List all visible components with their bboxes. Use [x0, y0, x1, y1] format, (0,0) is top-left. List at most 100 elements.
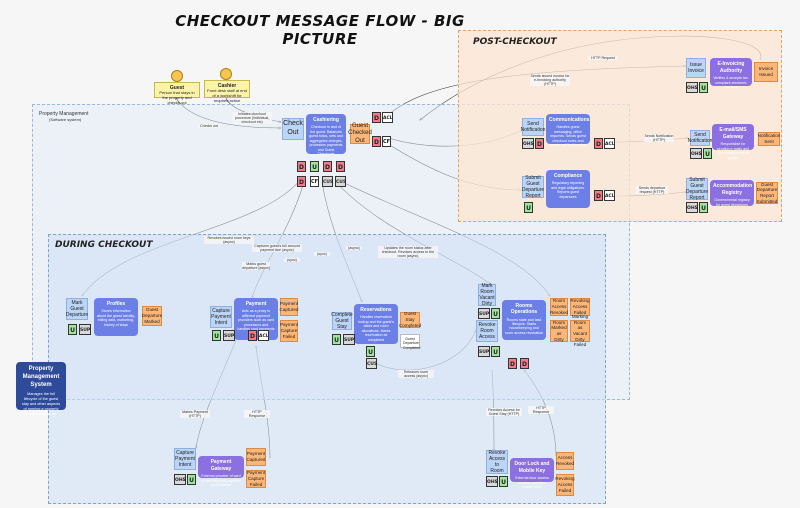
rooms-desc: Rooms state and task lifecycle. Starts h…	[505, 317, 543, 335]
label-sync-a: (sync)	[284, 258, 300, 263]
event-notification-sent: Notification Sent	[757, 132, 781, 146]
label-captures-payment: Captures guest's full amount payment due…	[252, 244, 302, 253]
badge-u: U	[703, 148, 712, 159]
gateway-name: Payment Gateway	[210, 459, 232, 472]
event-room-marked-dirty: Room Marked as Dirty	[550, 319, 568, 342]
command-revoke-access-ext: Revoke Access to Room	[486, 450, 508, 474]
einvoicing-desc: Verifies & accepts tax-compliant electro…	[713, 76, 749, 90]
badge-sup: SUP	[223, 330, 235, 341]
event-guest-departure-marked: Guest Departure Marked	[142, 306, 162, 326]
badge-acl: ACL	[258, 330, 269, 341]
badge-u: U	[187, 474, 196, 485]
actor-cashier-desc: Front desk staff at end of a workshift f…	[207, 88, 247, 103]
command-send-notification: Send Notification	[521, 118, 545, 136]
page-title: CHECKOUT MESSAGE FLOW - BIG PICTURE	[175, 12, 465, 48]
badge-u: U	[332, 334, 341, 345]
event-payment-capture-failed: Payment Capture Failed	[280, 320, 298, 342]
zone-pm-sublabel: (Software system)	[49, 117, 82, 122]
event-access-revoked-ext: Access Revoked	[556, 452, 574, 470]
badge-sup: SUP	[343, 334, 355, 345]
email-desc: Responsible for sending e-mails and SMS …	[716, 142, 750, 161]
event-marking-room-failed: Marking Room as Vacant Dirty Failed	[570, 314, 590, 347]
badge-d: D	[323, 161, 332, 172]
badge-acl: ACL	[382, 112, 393, 123]
pms-name: Property Management System	[22, 366, 60, 388]
label-sends-notification: Sends Notification (HTTP)	[644, 134, 674, 143]
badge-ohs: OHS	[486, 476, 498, 487]
note-guest-departure: Guest Departure Completed	[400, 334, 420, 350]
profiles-name: Profiles	[106, 301, 126, 307]
label-reads-payment: Makes Payment (HTTP)	[180, 410, 210, 419]
badge-cus: CUS	[335, 176, 346, 187]
badge-u: U	[68, 324, 77, 335]
event-revoking-access-failed-ext: Revoking Access Failed	[555, 474, 575, 496]
command-check-out: Check Out	[282, 118, 304, 140]
badge-d: D	[535, 138, 544, 149]
communications-name: Communications	[549, 117, 590, 123]
event-guest-stay-completed: Guest Stay Completed	[398, 311, 422, 328]
event-payment-capture-failed-ext: Payment Capture Failed	[246, 470, 266, 488]
badge-sup: SUP	[478, 308, 490, 319]
label-http-request: HTTP Request	[588, 56, 618, 61]
event-invoice-issued: Invoice Issued	[754, 62, 778, 82]
event-revoking-access-failed: Revoking Access Failed	[570, 298, 590, 316]
guest-avatar-icon	[171, 70, 183, 82]
label-books-room: Releases room access (async)	[398, 370, 434, 379]
cashiering-desc: Checkout in and of the guest. Balances g…	[309, 125, 343, 157]
command-mark-departure: Mark Guest Departure	[65, 298, 89, 320]
compliance-name: Compliance	[553, 173, 583, 179]
actor-cashier: Cashier Front desk staff at end of a wor…	[204, 80, 250, 102]
einvoicing-name: E-Invoicing Authority	[717, 61, 745, 74]
gateway-desc: External provider of card processing and…	[201, 474, 241, 488]
system-pms: Property Management System Manages the f…	[16, 362, 66, 416]
system-payment-gateway: Payment Gateway External provider of car…	[198, 456, 244, 487]
command-revoke-room-access: Revoke Room Access	[476, 320, 498, 342]
badge-d: D	[520, 358, 529, 369]
badge-u: U	[366, 346, 375, 357]
event-payment-captured-ext: Payment Captured	[246, 448, 266, 466]
badge-d: D	[508, 358, 517, 369]
doorlock-name: Door Lock and Mobile Key	[514, 461, 550, 474]
badge-ohs: OHS	[686, 202, 698, 213]
system-einvoicing: E-Invoicing Authority Verifies & accepts…	[710, 58, 752, 90]
reservations-desc: Handles reservation lookup and the guest…	[358, 315, 394, 342]
badge-ohs: OHS	[690, 148, 702, 159]
badge-ohs: OHS	[174, 474, 186, 485]
command-issue-invoice: Issue Invoice	[686, 58, 706, 78]
label-marks-departure: Marks guest departure [async]	[242, 262, 270, 271]
pms-type: (Software system)	[25, 412, 57, 417]
zone-pc-label: POST-CHECKOUT	[473, 37, 557, 47]
doorlock-desc: External door access system, provides mo…	[515, 476, 549, 490]
actor-guest: Guest Person that stays in the property …	[154, 82, 200, 104]
system-cashiering: Cashiering Checkout in and of the guest.…	[306, 114, 346, 157]
command-complete-stay: Complete Guest Stay	[331, 311, 353, 331]
profiles-desc: Stores information about the guest ident…	[97, 309, 135, 327]
badge-cf: CF	[382, 136, 391, 147]
cashier-avatar-icon	[220, 68, 232, 80]
system-compliance: Compliance Regulatory reporting and lega…	[546, 170, 590, 208]
compliance-desc: Regulatory reporting and legal obligatio…	[551, 181, 585, 199]
command-capture-payment-ext: Capture Payment Intent	[174, 448, 196, 470]
label-revokes-keys: Revokes issued room keys (async)	[204, 236, 254, 245]
zone-dc-label: DURING CHECKOUT	[55, 240, 153, 250]
badge-d: D	[297, 176, 306, 187]
accommodation-desc: Governmental registry for guest departur…	[714, 198, 750, 207]
email-name: E-mail/SMS Gateway	[719, 127, 747, 140]
label-room-status: Updates the room status after checkout. …	[378, 246, 438, 259]
badge-u: U	[310, 161, 319, 172]
badge-u: U	[212, 330, 221, 341]
badge-acl: ACL	[604, 138, 615, 149]
payment-desc: Acts as a proxy to different payment pro…	[237, 309, 275, 332]
badge-cus: CUS	[322, 176, 333, 187]
badge-d: D	[297, 161, 306, 172]
system-rooms-operations: Rooms Operations Rooms state and task li…	[502, 300, 546, 340]
command-send-notification-ext: Send Notification	[687, 130, 713, 146]
badge-u: U	[491, 346, 500, 357]
system-communications: Communications Handles guest messaging, …	[546, 114, 590, 147]
badge-d: D	[594, 138, 603, 149]
zone-pm-label: Property Management	[39, 111, 89, 117]
badge-cus: CUS	[366, 358, 377, 369]
system-email-gateway: E-mail/SMS Gateway Responsible for sendi…	[712, 124, 754, 160]
command-submit-departure: Submit Guest Departure Report	[521, 174, 545, 200]
payment-name: Payment	[245, 301, 267, 307]
